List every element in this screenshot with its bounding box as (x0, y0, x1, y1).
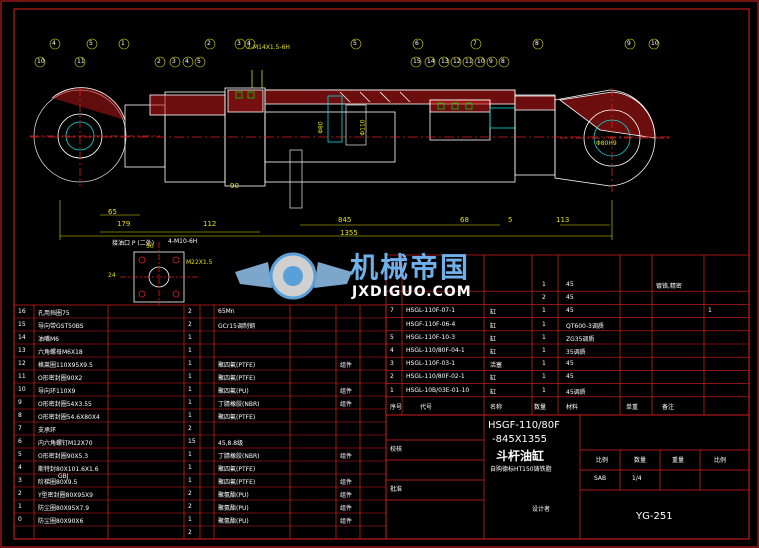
balloon-circle (169, 56, 181, 68)
balloon-circle (350, 38, 362, 50)
balloon-circle (182, 56, 194, 68)
left-table-rows (14, 317, 386, 540)
balloon-circle (234, 38, 246, 50)
balloon-circle (204, 38, 216, 50)
balloon-circle (474, 56, 486, 68)
balloon-circle (34, 56, 46, 68)
balloon-circle (424, 56, 436, 68)
balloon-circle (118, 38, 130, 50)
balloon-circle (244, 38, 256, 50)
inner-frame (13, 8, 750, 540)
balloon-circle (412, 38, 424, 50)
cylinder-assembly (30, 70, 670, 209)
balloon-circle (624, 38, 636, 50)
port-detail-view (120, 242, 200, 305)
watermark-logo (235, 252, 352, 300)
balloon-circle (49, 38, 61, 50)
balloon-circle (532, 38, 544, 50)
balloon-circle (470, 38, 482, 50)
balloon-circle (410, 56, 422, 68)
right-table-rows (386, 290, 749, 398)
right-parts-table (385, 254, 750, 416)
part-balloons (34, 38, 660, 68)
dimension-lines (59, 200, 613, 240)
balloon-circle (486, 56, 498, 68)
balloon-circle (438, 56, 450, 68)
title-block (385, 414, 750, 540)
balloon-circle (86, 38, 98, 50)
balloon-circle (498, 56, 510, 68)
balloon-circle (74, 56, 86, 68)
balloon-circle (194, 56, 206, 68)
balloon-circle (648, 38, 660, 50)
balloon-circle (154, 56, 166, 68)
balloon-circle (450, 56, 462, 68)
balloon-circle (462, 56, 474, 68)
